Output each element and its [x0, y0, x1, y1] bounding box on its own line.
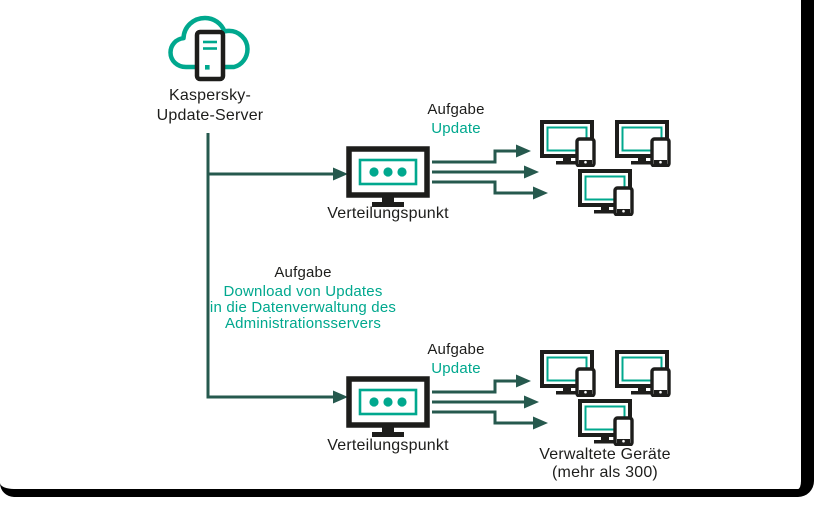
managed-device-icon [578, 399, 634, 446]
task-update-bottom-title: Aufgabe [427, 341, 485, 358]
task-update-top-name: Update [431, 120, 481, 137]
connector-top-fan-3 [432, 180, 548, 200]
managed-devices-label: Verwaltete Geräte (mehr als 300) [539, 446, 671, 481]
connector-bottom-fan-1 [432, 374, 531, 394]
task-update-bottom: Aufgabe Update [396, 341, 516, 377]
managed-device-icon [615, 350, 671, 397]
cloud-server-icon [168, 15, 250, 82]
distribution-point-top-icon [346, 146, 430, 207]
managed-device-icon [540, 350, 596, 397]
managed-device-icon [540, 120, 596, 167]
connector-server-to-bottom-distribution [206, 133, 348, 404]
task-download-name: Download von Updates in die Datenverwalt… [209, 283, 397, 332]
task-download: Aufgabe Download von Updates in die Date… [200, 264, 406, 332]
update-server-label: Kaspersky- Update-Server [156, 87, 264, 124]
managed-device-icon [615, 120, 671, 167]
distribution-point-bottom-label: Verteilungspunkt [327, 437, 449, 454]
connector-bottom-fan-3 [432, 410, 548, 430]
connector-top-fan-1 [432, 144, 531, 164]
distribution-point-bottom-icon [346, 376, 430, 437]
managed-device-icon [578, 169, 634, 216]
diagram-canvas: Kaspersky- Update-Server Aufgabe Update … [0, 0, 814, 497]
distribution-point-top-label: Verteilungspunkt [327, 205, 449, 222]
task-download-title: Aufgabe [274, 264, 332, 281]
task-update-top: Aufgabe Update [396, 101, 516, 137]
task-update-bottom-name: Update [431, 360, 481, 377]
task-update-top-title: Aufgabe [427, 101, 485, 118]
